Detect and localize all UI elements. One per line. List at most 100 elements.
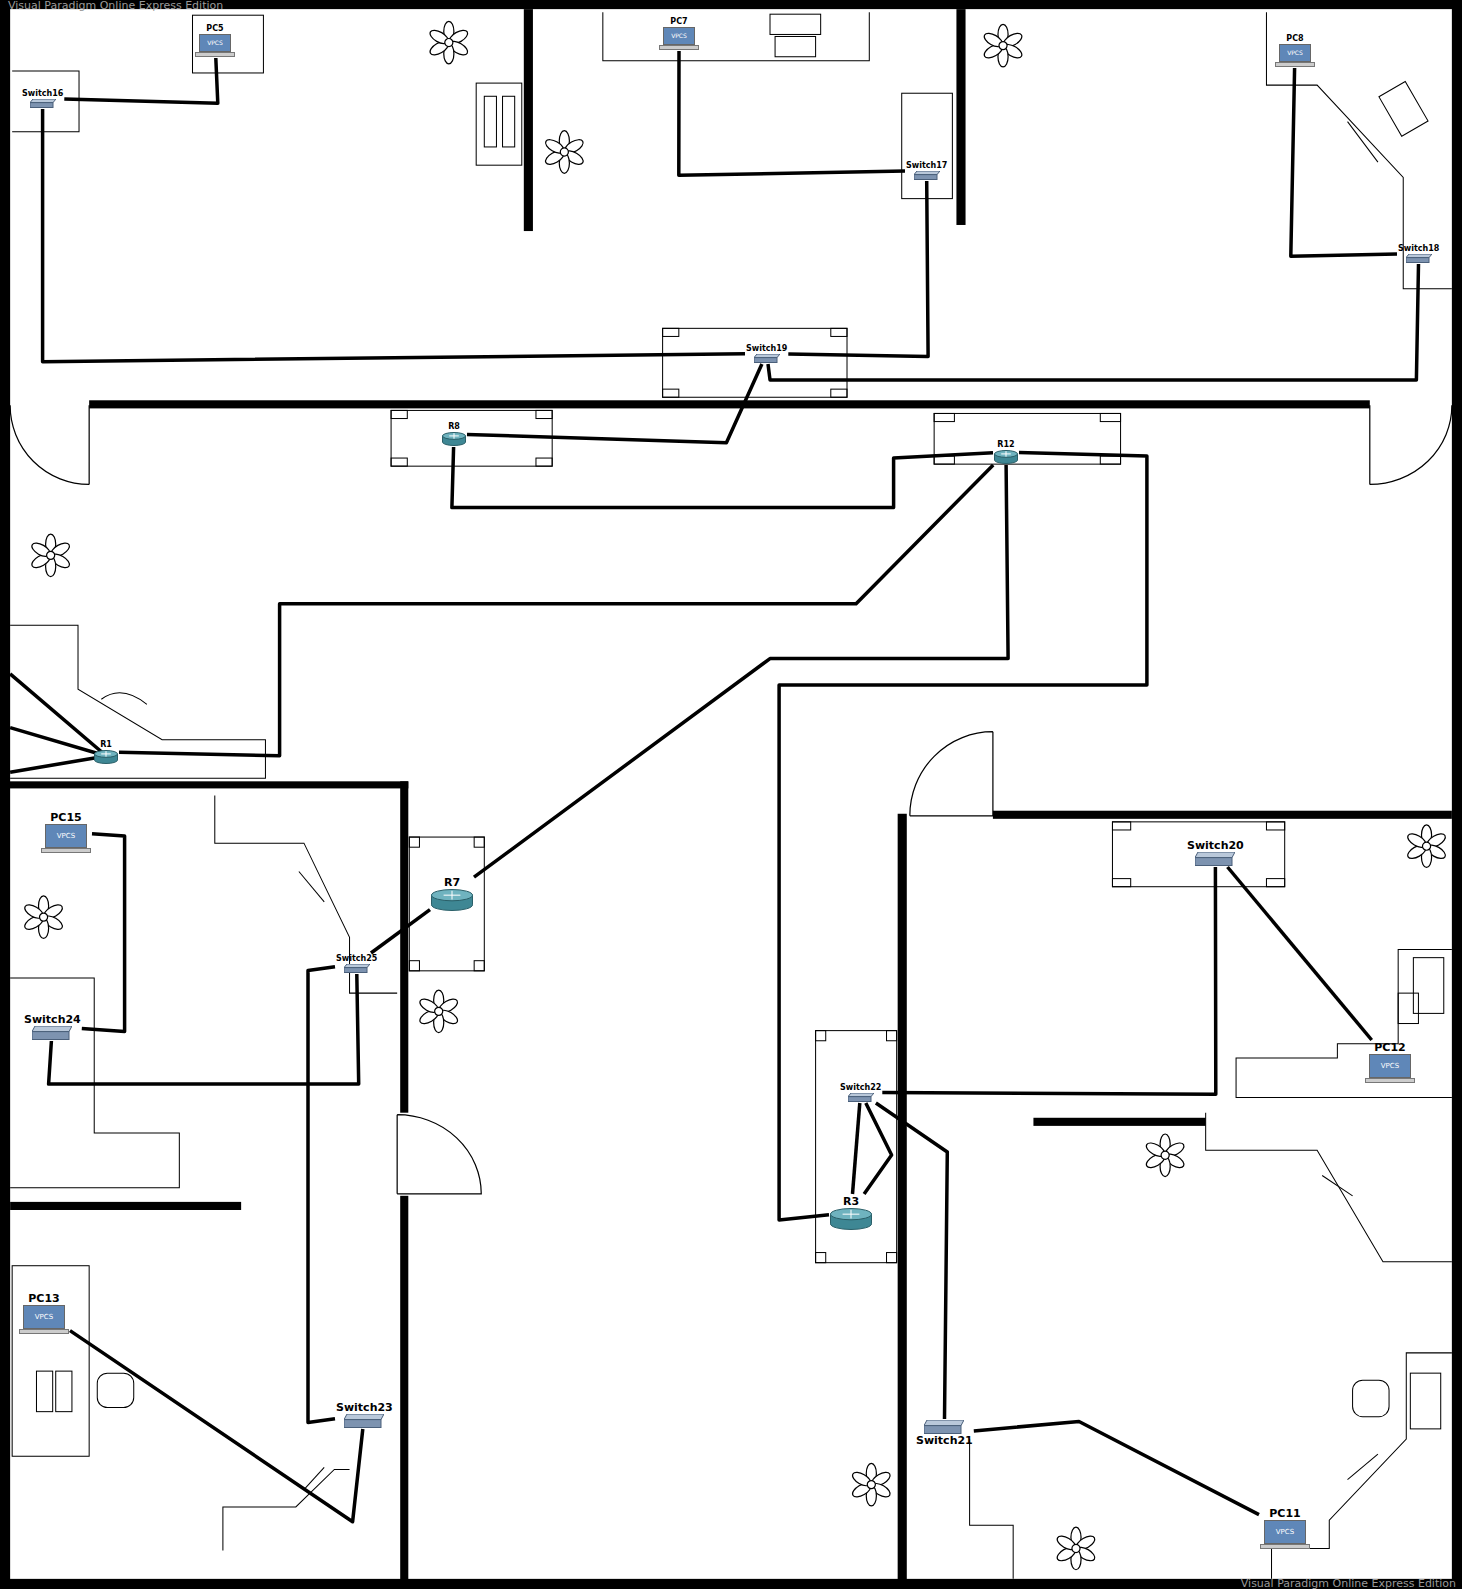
switch-top xyxy=(754,354,780,358)
network-cable xyxy=(1228,867,1372,1040)
switch-symbol xyxy=(914,171,940,180)
router-symbol xyxy=(442,432,466,446)
network-cable xyxy=(49,974,359,1084)
pc-screen-text: VPCS xyxy=(45,824,87,848)
flower-pot xyxy=(23,896,65,939)
flower-pot xyxy=(23,21,1448,1569)
router-arrows xyxy=(449,433,459,438)
furniture xyxy=(474,837,484,847)
furniture xyxy=(56,1371,72,1412)
furniture xyxy=(101,693,147,705)
switch-front xyxy=(1406,258,1429,263)
router-symbol xyxy=(94,750,118,764)
switch-icon xyxy=(1195,852,1235,866)
pc-node: PC15VPCS xyxy=(40,810,92,854)
switch-top xyxy=(1406,254,1432,258)
furniture xyxy=(663,389,679,397)
wall xyxy=(89,400,1370,408)
pc-base xyxy=(1365,1078,1415,1083)
furniture xyxy=(1206,1113,1452,1262)
network-cable xyxy=(864,1103,892,1194)
pc-screen-text: VPCS xyxy=(1279,44,1311,62)
network-cable xyxy=(43,109,745,362)
cable xyxy=(10,674,106,772)
router-arrows xyxy=(1001,451,1011,456)
device-label: PC12 xyxy=(1374,1042,1405,1053)
switch-symbol xyxy=(1406,254,1432,263)
furniture xyxy=(831,328,847,336)
router-node: R12 xyxy=(993,439,1019,465)
pc-screen-text: VPCS xyxy=(1264,1520,1306,1544)
flower-pot xyxy=(850,1463,892,1506)
network-cable xyxy=(308,967,335,1423)
router-arrows xyxy=(101,751,111,756)
router-icon xyxy=(830,1208,872,1230)
switch-front xyxy=(848,1097,871,1102)
device-label: R3 xyxy=(843,1196,859,1207)
switch-symbol xyxy=(344,964,370,973)
pc-icon: VPCS xyxy=(1365,1054,1415,1083)
device-label: R1 xyxy=(100,741,112,749)
switch-node: Switch24 xyxy=(23,1012,82,1041)
furniture xyxy=(299,872,324,902)
furniture xyxy=(1379,82,1428,137)
switch-symbol xyxy=(32,1026,72,1040)
furniture xyxy=(474,961,484,971)
wall xyxy=(400,1196,408,1589)
switch-icon xyxy=(30,99,56,108)
switch-front xyxy=(344,968,367,973)
switch-front xyxy=(32,1032,69,1040)
router-node: R3 xyxy=(829,1194,873,1231)
flower-pot xyxy=(428,21,470,64)
device-label: PC8 xyxy=(1286,35,1303,43)
furniture xyxy=(1236,950,1452,1098)
pc-node: PC13VPCS xyxy=(18,1291,70,1335)
switch-icon xyxy=(344,964,370,973)
flower-pot xyxy=(543,131,585,174)
switch-front xyxy=(754,358,777,363)
furniture xyxy=(1322,1176,1352,1196)
router-top xyxy=(432,890,473,901)
furniture xyxy=(970,1439,1014,1579)
switch-front xyxy=(30,103,53,108)
furniture xyxy=(1112,822,1130,830)
switch-top xyxy=(924,1420,964,1426)
router-node: R7 xyxy=(430,875,474,912)
device-label: PC13 xyxy=(28,1293,59,1304)
device-label: Switch18 xyxy=(1398,245,1439,253)
switch-symbol xyxy=(924,1420,964,1434)
device-label: Switch24 xyxy=(24,1014,81,1025)
pc-icon: VPCS xyxy=(659,27,699,50)
device-label: Switch23 xyxy=(336,1402,393,1413)
wall xyxy=(400,781,408,1112)
switch-icon xyxy=(914,171,940,180)
pc-node: PC11VPCS xyxy=(1259,1506,1311,1550)
pc-base xyxy=(659,45,699,50)
device-label: R8 xyxy=(448,423,460,431)
switch-icon xyxy=(848,1093,874,1102)
switch-front xyxy=(914,175,937,180)
pc-base xyxy=(19,1329,69,1334)
wall xyxy=(0,1579,1462,1589)
switch-node: Switch18 xyxy=(1397,243,1440,264)
switch-node: Switch21 xyxy=(915,1419,974,1448)
device-label: PC15 xyxy=(50,812,81,823)
door xyxy=(910,732,993,816)
router-icon xyxy=(442,432,466,446)
switch-top xyxy=(1195,852,1235,858)
router-icon xyxy=(431,889,473,911)
network-cable xyxy=(853,1103,860,1194)
network-cable xyxy=(768,264,1419,380)
router-top xyxy=(443,433,466,440)
router-arrows xyxy=(843,1210,860,1219)
network-cable xyxy=(467,364,762,443)
furniture xyxy=(536,458,552,466)
furniture xyxy=(1100,413,1120,421)
device-label: Switch19 xyxy=(746,345,787,353)
furniture xyxy=(391,410,552,466)
device-label: R12 xyxy=(997,441,1014,449)
router-top xyxy=(95,751,118,758)
